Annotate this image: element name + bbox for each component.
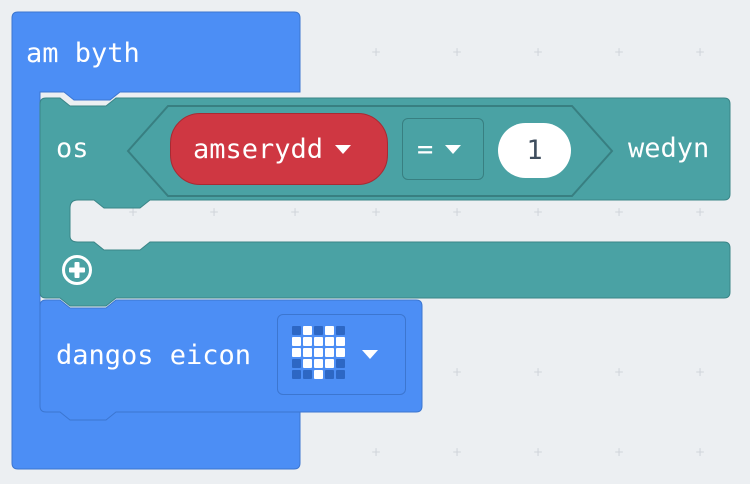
led-cell bbox=[303, 326, 312, 335]
led-cell bbox=[325, 370, 334, 379]
grid-plus-mark: + bbox=[452, 365, 463, 379]
grid-plus-mark: + bbox=[533, 365, 544, 379]
led-cell bbox=[325, 348, 334, 357]
grid-plus-mark: + bbox=[452, 45, 463, 59]
led-cell bbox=[292, 348, 301, 357]
icon-picker-dropdown[interactable] bbox=[277, 314, 406, 395]
heart-icon bbox=[292, 326, 345, 379]
then-label: wedyn bbox=[628, 133, 710, 164]
grid-plus-mark: + bbox=[128, 205, 139, 219]
led-cell bbox=[314, 359, 323, 368]
led-cell bbox=[303, 370, 312, 379]
grid-plus-mark: + bbox=[209, 205, 220, 219]
led-cell bbox=[336, 348, 345, 357]
grid-plus-mark: + bbox=[614, 365, 625, 379]
forever-block-label: am byth bbox=[26, 38, 140, 69]
chevron-down-icon bbox=[362, 350, 378, 359]
chevron-down-icon bbox=[335, 144, 352, 154]
led-cell bbox=[314, 370, 323, 379]
operator-dropdown[interactable]: = bbox=[402, 118, 484, 180]
forever-block[interactable] bbox=[11, 11, 301, 470]
led-cell bbox=[336, 359, 345, 368]
led-cell bbox=[314, 337, 323, 346]
show-icon-label: dangos eicon bbox=[56, 340, 252, 371]
grid-plus-mark: + bbox=[290, 205, 301, 219]
grid-plus-mark: + bbox=[371, 445, 382, 459]
if-label: os bbox=[56, 133, 89, 164]
variable-name: amserydd bbox=[193, 133, 324, 165]
number-value: 1 bbox=[526, 135, 543, 166]
chevron-down-icon bbox=[445, 144, 462, 154]
grid-plus-mark: + bbox=[533, 45, 544, 59]
grid-plus-mark: + bbox=[614, 205, 625, 219]
led-cell bbox=[303, 337, 312, 346]
grid-plus-mark: + bbox=[452, 445, 463, 459]
led-cell bbox=[336, 337, 345, 346]
grid-plus-mark: + bbox=[695, 365, 706, 379]
grid-plus-mark: + bbox=[452, 205, 463, 219]
grid-plus-mark: + bbox=[371, 205, 382, 219]
led-cell bbox=[303, 359, 312, 368]
led-cell bbox=[292, 370, 301, 379]
grid-plus-mark: + bbox=[371, 45, 382, 59]
number-input[interactable]: 1 bbox=[498, 123, 571, 178]
led-cell bbox=[292, 326, 301, 335]
led-cell bbox=[292, 359, 301, 368]
variable-dropdown[interactable]: amserydd bbox=[170, 113, 388, 185]
led-cell bbox=[325, 326, 334, 335]
led-cell bbox=[336, 370, 345, 379]
operator-value: = bbox=[417, 133, 434, 165]
led-cell bbox=[303, 348, 312, 357]
led-cell bbox=[314, 326, 323, 335]
plus-circle-icon[interactable] bbox=[62, 255, 92, 285]
led-cell bbox=[325, 359, 334, 368]
grid-plus-mark: + bbox=[533, 445, 544, 459]
grid-plus-mark: + bbox=[614, 45, 625, 59]
grid-plus-mark: + bbox=[533, 205, 544, 219]
grid-plus-mark: + bbox=[695, 445, 706, 459]
led-cell bbox=[292, 337, 301, 346]
led-cell bbox=[325, 337, 334, 346]
grid-plus-mark: + bbox=[695, 45, 706, 59]
led-cell bbox=[314, 348, 323, 357]
grid-plus-mark: + bbox=[614, 445, 625, 459]
led-cell bbox=[336, 326, 345, 335]
grid-plus-mark: + bbox=[695, 205, 706, 219]
